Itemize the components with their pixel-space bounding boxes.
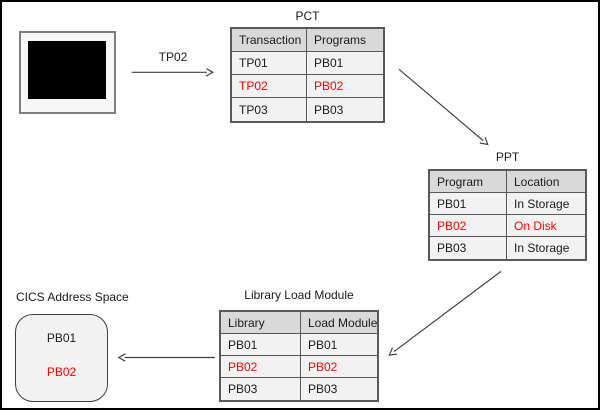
table-row-highlighted: PB02 PB02: [221, 356, 377, 378]
ppt-cell: PB03: [430, 237, 507, 259]
pct-cell: TP03: [232, 98, 307, 121]
pct-cell: TP02: [232, 75, 307, 98]
library-cell: PB02: [221, 356, 301, 378]
pct-table: Transaction Programs TP01 PB01 TP02 PB02…: [230, 27, 385, 123]
library-cell: PB02: [301, 356, 377, 378]
pct-cell: PB01: [307, 52, 383, 75]
arrow-ppt-to-library: [394, 270, 502, 351]
ppt-cell: In Storage: [507, 193, 585, 215]
library-header-row: Library Load Module: [221, 312, 377, 334]
terminal-screen: [28, 41, 106, 99]
pct-cell: TP01: [232, 52, 307, 75]
ppt-cell: On Disk: [507, 215, 585, 237]
table-row: TP03 PB03: [232, 98, 383, 121]
address-space-title: CICS Address Space: [16, 290, 129, 304]
library-cell: PB03: [301, 378, 377, 400]
table-row: PB03 PB03: [221, 378, 377, 400]
library-header-load-module: Load Module: [301, 312, 377, 334]
table-row: PB03 In Storage: [430, 237, 585, 259]
table-row: TP01 PB01: [232, 52, 383, 75]
ppt-header-program: Program: [430, 171, 507, 193]
library-header-library: Library: [221, 312, 301, 334]
transaction-input-label: TP02: [158, 50, 188, 64]
address-space-item: PB01: [46, 331, 77, 345]
table-row-highlighted: TP02 PB02: [232, 75, 383, 98]
table-row: PB01 PB01: [221, 334, 377, 356]
ppt-cell: In Storage: [507, 237, 585, 259]
library-cell: PB01: [301, 334, 377, 356]
address-space-box: PB01 PB02: [15, 314, 108, 402]
library-title: Library Load Module: [244, 288, 354, 302]
ppt-title: PPT: [495, 150, 520, 164]
pct-title: PCT: [295, 9, 320, 23]
pct-header-transaction: Transaction: [232, 29, 307, 52]
library-table: Library Load Module PB01 PB01 PB02 PB02 …: [219, 310, 379, 402]
ppt-header-location: Location: [507, 171, 585, 193]
arrow-pct-to-ppt: [398, 68, 483, 140]
terminal-icon: [19, 31, 116, 114]
table-row: PB01 In Storage: [430, 193, 585, 215]
library-cell: PB01: [221, 334, 301, 356]
ppt-header-row: Program Location: [430, 171, 585, 193]
pct-cell: PB02: [307, 75, 383, 98]
table-row-highlighted: PB02 On Disk: [430, 215, 585, 237]
library-cell: PB03: [221, 378, 301, 400]
pct-cell: PB03: [307, 98, 383, 121]
ppt-table: Program Location PB01 In Storage PB02 On…: [428, 169, 587, 261]
pct-header-row: Transaction Programs: [232, 29, 383, 52]
pct-header-programs: Programs: [307, 29, 383, 52]
ppt-cell: PB01: [430, 193, 507, 215]
ppt-cell: PB02: [430, 215, 507, 237]
address-space-item-highlighted: PB02: [46, 365, 77, 379]
